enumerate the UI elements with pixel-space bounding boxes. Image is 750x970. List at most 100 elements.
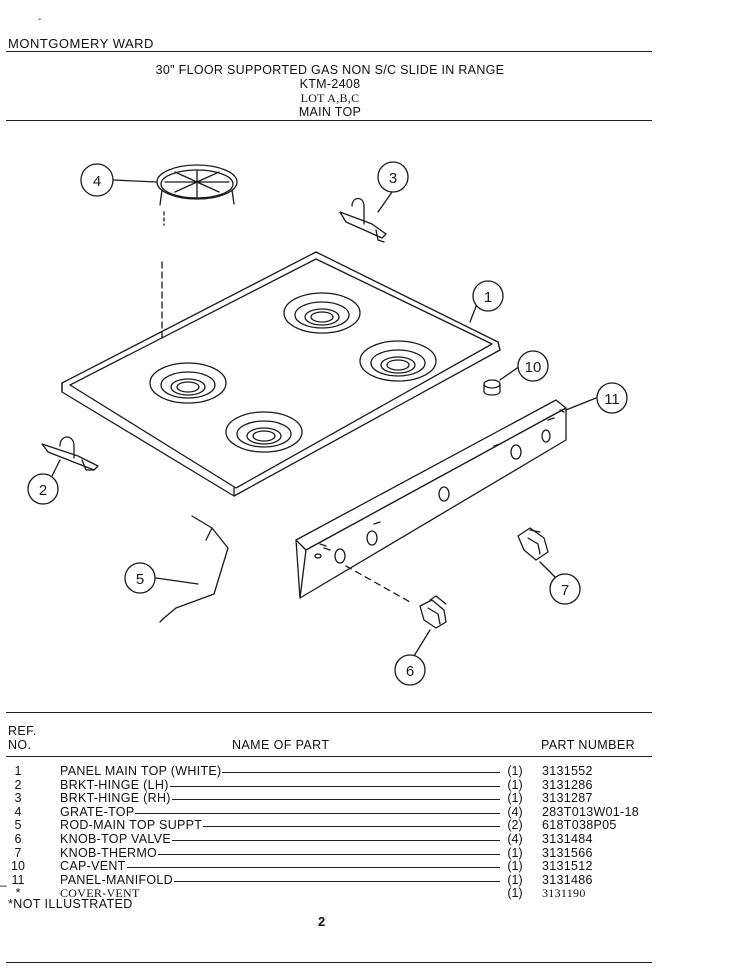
lot-label: LOT A,B,C (300, 91, 360, 105)
not-illustrated-note: *NOT ILLUSTRATED (8, 897, 133, 911)
leader-line (60, 867, 500, 869)
leader-line (60, 772, 500, 773)
callout-11: 11 (596, 382, 628, 414)
ref-header: REF. (8, 724, 37, 738)
table-row: 6 KNOB-TOP VALVE (4) 3131484 (6, 831, 646, 847)
quantity: (1) (507, 764, 523, 778)
table-row: 10 CAP-VENT (1) 3131512 (6, 860, 646, 874)
table-row: * COVER-VENT (1) 3131190 (6, 887, 646, 901)
ref-number: 4 (14, 804, 22, 819)
ref-number: 10 (11, 859, 25, 874)
callout-2: 2 (27, 473, 59, 505)
ref-number: 6 (14, 831, 22, 846)
quantity: (1) (507, 859, 523, 874)
callout-6: 6 (394, 654, 426, 686)
quantity: (1) (507, 777, 523, 792)
title-rule (6, 120, 652, 121)
part-name: PANEL-MANIFOLD (60, 872, 175, 888)
callout-4: 4 (80, 163, 114, 197)
table-row: 11 PANEL-MANIFOLD (1) 3131486 (6, 872, 646, 888)
callout-10: 10 (517, 350, 549, 382)
part-number: 3131486 (542, 872, 593, 887)
quantity: (4) (507, 804, 523, 819)
quantity: (2) (507, 818, 523, 833)
parts-list: 1 PANEL MAIN TOP (WHITE) (1) 3131552 2 B… (6, 764, 646, 901)
ref-number: 7 (14, 845, 22, 860)
part-number: 3131286 (542, 777, 593, 792)
ref-number: 2 (14, 777, 22, 792)
part-name: PANEL MAIN TOP (WHITE) (60, 764, 223, 779)
callout-7: 7 (549, 573, 581, 605)
ref-number: 11 (11, 872, 25, 887)
leader-line (60, 799, 500, 801)
part-name: BRKT-HINGE (LH) (60, 777, 170, 793)
part-number: 283T013W01-18 (542, 804, 640, 819)
table-row: 5 ROD-MAIN TOP SUPPT (2) 618T038P05 (6, 819, 646, 833)
margin-tick-mark: - (38, 14, 42, 25)
quantity: (1) (507, 886, 523, 901)
part-name: KNOB-TOP VALVE (60, 831, 172, 847)
part-number: 3131552 (542, 764, 593, 778)
part-number: 3131512 (542, 859, 593, 874)
table-row: 4 GRATE-TOP (4) 283T013W01-18 (6, 804, 646, 820)
table-row: 3 BRKT-HINGE (RH) (1) 3131287 (6, 792, 646, 806)
svg-text:5: 5 (136, 571, 144, 588)
burner-rear-left (283, 292, 361, 334)
leader-line (60, 839, 500, 841)
svg-text:10: 10 (525, 359, 542, 376)
callout-1: 1 (472, 280, 504, 312)
leader-line (60, 880, 500, 882)
svg-text:7: 7 (561, 582, 569, 599)
burner-front-right (225, 411, 303, 453)
quantity: (1) (507, 791, 523, 806)
header-underline (6, 756, 652, 757)
quantity: (1) (507, 845, 523, 860)
section-title: MAIN TOP (298, 105, 362, 119)
quantity: (4) (507, 831, 523, 846)
page-title: 30" FLOOR SUPPORTED GAS NON S/C SLIDE IN… (155, 63, 505, 77)
hinge-bracket-rh (339, 197, 387, 243)
leader-line (60, 853, 500, 855)
part-number: 3131190 (542, 886, 586, 901)
part-name: ROD-MAIN TOP SUPPT (60, 818, 204, 833)
title-block: 30" FLOOR SUPPORTED GAS NON S/C SLIDE IN… (0, 63, 660, 119)
main-top-panel (61, 251, 501, 497)
ref-number: * (15, 886, 21, 901)
knob-dashed-line (345, 565, 411, 603)
exploded-parts-diagram: 4 3 1 10 11 2 5 6 7 (27, 161, 628, 686)
part-number: 3131287 (542, 791, 593, 806)
svg-text:4: 4 (93, 173, 101, 190)
part-number: 3131484 (542, 831, 593, 846)
hinge-bracket-lh (41, 436, 99, 471)
leader-line (60, 826, 500, 828)
manifold-panel (295, 399, 567, 599)
brand-name: MONTGOMERY WARD (8, 36, 154, 51)
top-valve-knob (419, 595, 447, 629)
table-row: 7 KNOB-THERMO (1) 3131566 (6, 845, 646, 861)
part-number: 618T038P05 (542, 818, 617, 833)
vent-cap (483, 379, 501, 396)
leader-line (60, 785, 500, 787)
burner-front-left (149, 362, 227, 404)
burner-rear-right (359, 340, 437, 382)
part-number: 3131566 (542, 845, 593, 860)
name-of-part-header: NAME OF PART (232, 738, 330, 752)
quantity: (1) (507, 872, 523, 887)
margin-dash-mark: – (0, 878, 7, 892)
svg-text:11: 11 (604, 391, 620, 408)
callout-3: 3 (377, 161, 409, 193)
svg-text:1: 1 (484, 289, 492, 306)
main-top-support-rod (159, 515, 229, 623)
header-rule (6, 51, 652, 52)
part-name: GRATE-TOP (60, 804, 136, 820)
part-name: CAP-VENT (60, 859, 127, 874)
part-number-header: PART NUMBER (541, 738, 635, 752)
part-name: BRKT-HINGE (RH) (60, 791, 172, 806)
leader-line (60, 812, 500, 814)
no-header: NO. (8, 738, 32, 752)
ref-number: 5 (14, 818, 22, 833)
ref-number: 3 (14, 791, 22, 806)
table-row: 2 BRKT-HINGE (LH) (1) 3131286 (6, 777, 646, 793)
part-name: COVER-VENT (60, 886, 141, 901)
table-top-rule (6, 712, 652, 713)
